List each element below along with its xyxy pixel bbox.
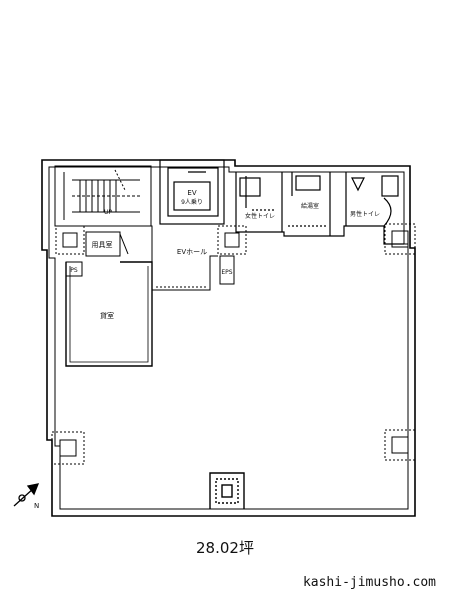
bathroom-left-label: 女性トイレ (245, 212, 275, 220)
columns (51, 223, 416, 465)
office-room (65, 261, 153, 367)
eps-room (219, 255, 235, 285)
bathroom-right-label: 男性トイレ (350, 210, 380, 218)
ev-hall-label: EVホール (177, 248, 207, 256)
office-label: 貸室 (100, 311, 114, 320)
ps-label: PS (70, 267, 78, 274)
compass-icon (13, 483, 40, 507)
stairwell (54, 165, 152, 227)
ev-label: EV (187, 189, 196, 197)
bottom-column (209, 472, 245, 509)
eps-label: EPS (221, 269, 232, 276)
kitchen-label: 給湯室 (301, 202, 319, 210)
stair-up-label: UP (104, 209, 112, 216)
storage-label: 用具室 (92, 240, 113, 249)
site-url: kashi-jimusho.com (302, 575, 436, 590)
elevator (159, 159, 225, 225)
area-label: 28.02坪 (196, 539, 254, 557)
ev-capacity-label: 9人乗り (181, 199, 203, 206)
compass-label: N (34, 502, 39, 510)
service-block (235, 172, 404, 245)
outer-walls (41, 159, 416, 517)
ev-hall (120, 225, 218, 291)
storage-room (85, 231, 129, 257)
